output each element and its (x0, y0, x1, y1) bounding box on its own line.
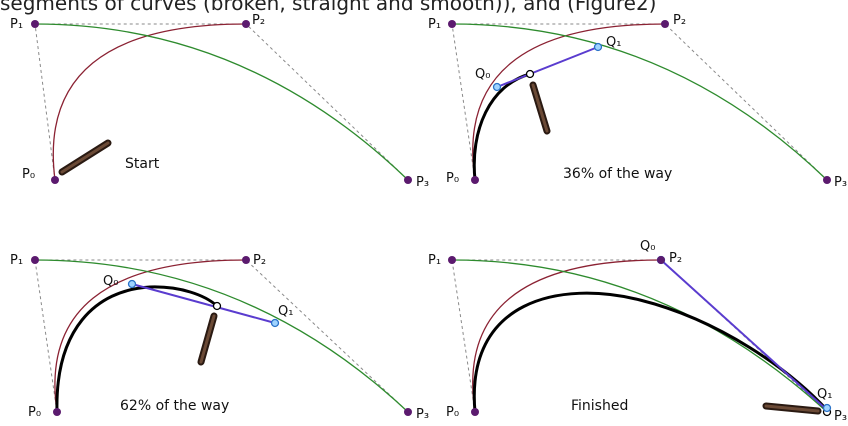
control-polygon (34, 23, 409, 181)
label-p1: P₁ (428, 253, 441, 268)
q-segment (660, 259, 828, 411)
control-point-p3 (404, 408, 412, 416)
label-p2: P₂ (252, 13, 265, 28)
label-p0: P₀ (446, 171, 459, 186)
control-point-p3 (823, 176, 831, 184)
label-p3: P₃ (416, 175, 429, 190)
label-p3: P₃ (416, 407, 429, 422)
curve-point-marker (525, 69, 535, 79)
label-p3: P₃ (834, 409, 847, 424)
q-point-q0 (492, 82, 502, 92)
panel-start: P₀ P₁ P₂ P₃ Start (10, 13, 429, 190)
panel-finished: P₀ P₁ P₂ P₃ Q₀ Q₁ Finished (428, 239, 847, 424)
cubic-guide-curve (451, 259, 828, 413)
panel-caption: Finished (571, 398, 628, 414)
q-segment (131, 283, 276, 324)
label-p2: P₂ (669, 251, 682, 266)
label-p3: P₃ (834, 175, 847, 190)
curve-point-marker (212, 301, 222, 311)
q-point-q1 (822, 403, 832, 413)
label-p0: P₀ (22, 167, 35, 182)
control-point-p2 (242, 256, 250, 264)
control-point-p1 (448, 256, 456, 264)
panel-36-percent: P₀ P₁ P₂ P₃ Q₀ Q₁ 36% of the way (428, 13, 847, 190)
quadratic-guide-curve (472, 259, 662, 413)
panel-62-percent: P₀ P₁ P₂ P₃ Q₀ Q₁ 62% of the way (10, 253, 429, 422)
control-point-p2 (657, 256, 665, 264)
panel-caption: 36% of the way (563, 166, 672, 182)
pen-icon (529, 81, 551, 135)
label-p2: P₂ (673, 13, 686, 28)
label-q0: Q₀ (103, 274, 118, 289)
control-point-p2 (661, 20, 669, 28)
quadratic-guide-curve (472, 23, 666, 181)
control-point-p1 (448, 20, 456, 28)
label-p2: P₂ (253, 253, 266, 268)
label-p1: P₁ (428, 17, 441, 32)
quadratic-guide-curve (52, 23, 247, 181)
label-q1: Q₁ (606, 35, 621, 50)
cubic-guide-curve (34, 259, 409, 413)
label-q1: Q₁ (817, 387, 832, 402)
label-p1: P₁ (10, 17, 23, 32)
label-p1: P₁ (10, 253, 23, 268)
control-point-p0 (51, 176, 59, 184)
q-segment (496, 46, 599, 88)
control-point-p2 (242, 20, 250, 28)
panel-caption: Start (125, 156, 160, 172)
control-point-p0 (471, 176, 479, 184)
label-q0: Q₀ (475, 67, 490, 82)
cubic-guide-curve (451, 23, 828, 181)
control-point-p1 (31, 256, 39, 264)
label-p0: P₀ (446, 405, 459, 420)
drawn-curve (55, 285, 219, 413)
control-point-p3 (404, 176, 412, 184)
q-point-q1 (270, 318, 280, 328)
q-point-q0 (127, 279, 137, 289)
pen-icon (58, 139, 112, 176)
control-point-p0 (53, 408, 61, 416)
panel-caption: 62% of the way (120, 398, 229, 414)
caption-text-fragment: segments of curves (broken, straight and… (0, 0, 657, 15)
label-p0: P₀ (28, 405, 41, 420)
control-polygon (451, 23, 828, 181)
q-point-q1 (593, 42, 603, 52)
drawn-curve (472, 291, 829, 413)
control-polygon (451, 259, 828, 413)
control-point-p1 (31, 20, 39, 28)
pen-icon (762, 402, 822, 415)
pen-icon (197, 312, 218, 366)
quadratic-guide-curve (54, 259, 247, 413)
label-q1: Q₁ (278, 304, 293, 319)
label-q0: Q₀ (640, 239, 655, 254)
drawn-curve (472, 72, 531, 181)
control-point-p0 (471, 408, 479, 416)
control-polygon (34, 259, 409, 413)
cubic-guide-curve (34, 23, 409, 181)
